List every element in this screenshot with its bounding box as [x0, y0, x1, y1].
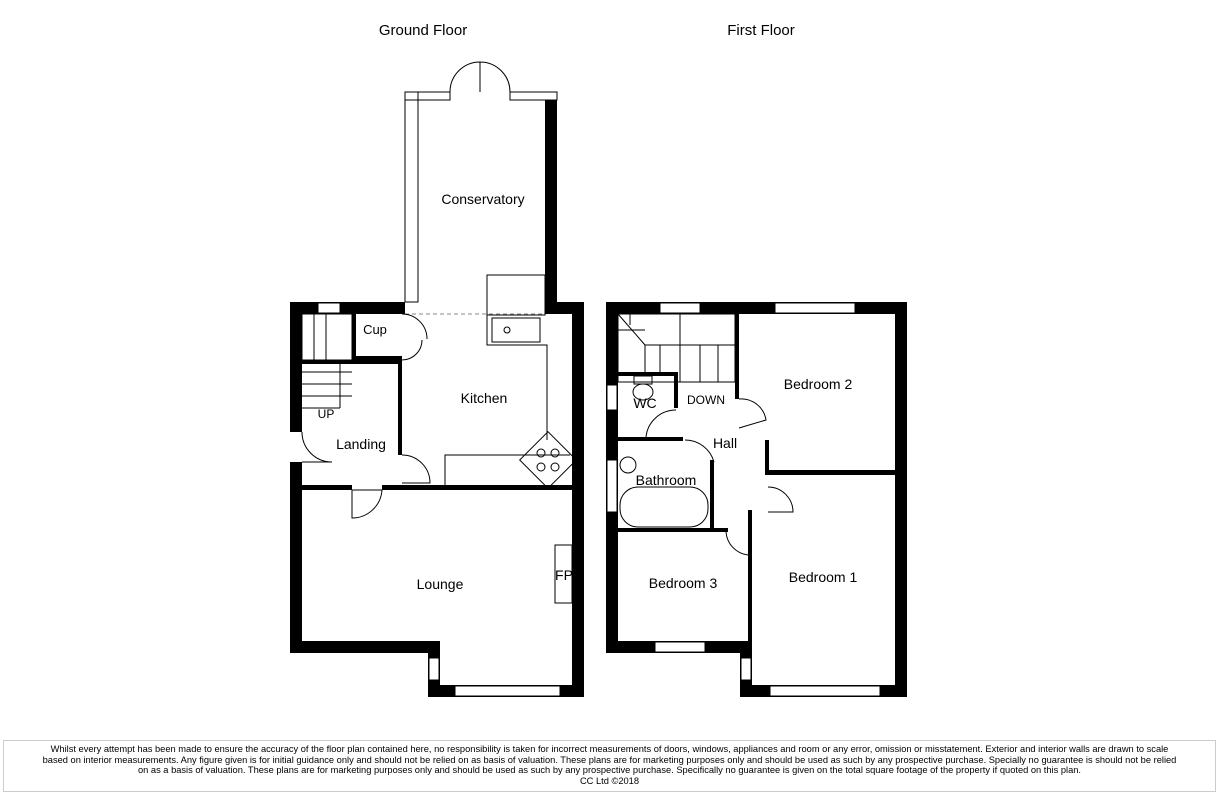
room-bedroom-3: Bedroom 3: [649, 575, 718, 591]
window: [317, 302, 341, 314]
room-bedroom-1: Bedroom 1: [789, 569, 858, 585]
first-floor-plan: WC DOWN Bedroom 2 Hall Bathroom Bedroom …: [606, 302, 907, 697]
ground-floor-plan: Conservatory Cup Kitchen UP Landing Loun…: [290, 61, 584, 697]
disclaimer-line-1: Whilst every attempt has been made to en…: [50, 744, 1169, 754]
room-kitchen: Kitchen: [461, 390, 508, 406]
stairs-down-label: DOWN: [687, 393, 725, 407]
disclaimer-line-2: based on interior measurements. Any figu…: [42, 754, 1177, 765]
room-bedroom-2: Bedroom 2: [784, 376, 853, 392]
disclaimer: Whilst every attempt has been made to en…: [3, 740, 1216, 792]
conservatory-walls: [404, 61, 558, 316]
room-bathroom: Bathroom: [636, 472, 697, 488]
french-doors: [449, 61, 511, 93]
ground-stairs: [301, 313, 353, 409]
fireplace-label: FP: [555, 567, 573, 583]
room-conservatory: Conservatory: [441, 191, 524, 207]
disclaimer-line-3: on as a basis of valuation. These plans …: [137, 765, 1082, 775]
first-stairs: [617, 313, 736, 383]
first-floor-title: First Floor: [727, 22, 795, 39]
ground-floor-title: Ground Floor: [379, 22, 467, 39]
room-landing: Landing: [336, 436, 386, 452]
stairs-up-label: UP: [318, 407, 335, 421]
room-cup: Cup: [363, 322, 387, 337]
copyright: CC Ltd ©2018: [579, 775, 640, 786]
room-lounge: Lounge: [417, 576, 464, 592]
room-wc: WC: [633, 395, 656, 411]
room-hall: Hall: [713, 435, 737, 451]
